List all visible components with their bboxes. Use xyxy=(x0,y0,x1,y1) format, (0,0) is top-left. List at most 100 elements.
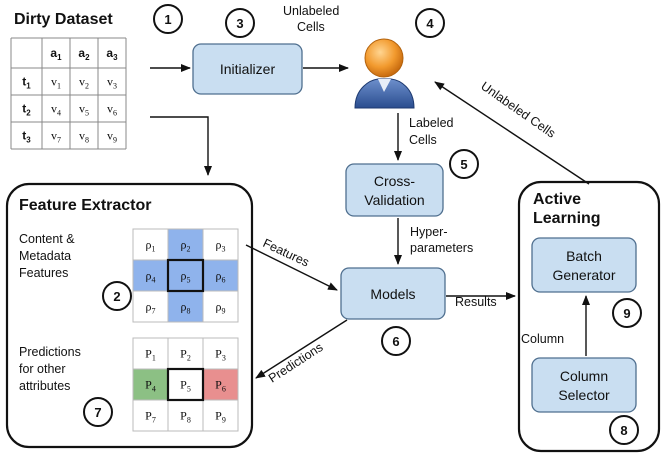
prediction-cell: P4 xyxy=(145,378,156,394)
badge-8: 8 xyxy=(609,415,639,445)
table-cell: v6 xyxy=(107,102,117,118)
svg-text:6: 6 xyxy=(392,334,399,349)
table-col-header: a3 xyxy=(106,46,118,62)
prediction-cell: P9 xyxy=(215,409,226,425)
svg-text:7: 7 xyxy=(94,405,101,420)
pred-label-3: attributes xyxy=(19,379,70,393)
svg-text:5: 5 xyxy=(460,157,467,172)
feature-center-highlight xyxy=(166,258,205,293)
feature-extractor-title: Feature Extractor xyxy=(19,197,152,214)
batch-generator-node: Batch Generator xyxy=(531,237,637,293)
table-cell: v2 xyxy=(79,75,89,91)
prediction-cell: P1 xyxy=(145,347,156,363)
badge-4: 4 xyxy=(415,8,445,38)
prediction-cell: P5 xyxy=(180,378,191,394)
results-label: Results xyxy=(455,295,497,309)
column-edge-label: Column xyxy=(521,332,564,346)
initializer-node: Initializer xyxy=(192,43,303,95)
batch-generator-label-2: Generator xyxy=(552,267,615,283)
unlabeled-cells-top-line1: Unlabeled xyxy=(283,4,339,18)
labeled-cells-line2: Cells xyxy=(409,133,437,147)
feature-cell-bg xyxy=(167,228,204,261)
feature-cell: ρ3 xyxy=(216,238,226,254)
cross-validation-label-2: Validation xyxy=(364,192,424,208)
prediction-cell: P8 xyxy=(180,409,191,425)
svg-text:9: 9 xyxy=(623,306,630,321)
prediction-cell-bg xyxy=(132,399,169,432)
edge-active-user xyxy=(434,81,590,185)
table-cell: v4 xyxy=(51,102,61,118)
cross-validation-label-1: Cross- xyxy=(374,173,416,189)
prediction-cell-bg xyxy=(202,368,239,401)
content-label-3: Features xyxy=(19,266,68,280)
content-label-2: Metadata xyxy=(19,249,71,263)
edge-models-predictions xyxy=(255,319,348,379)
feature-cell: ρ5 xyxy=(181,269,191,285)
feature-cell: ρ2 xyxy=(181,238,191,254)
models-label: Models xyxy=(370,286,415,302)
table-col-header: a1 xyxy=(50,46,62,62)
table-cell: v9 xyxy=(107,129,117,145)
table-row-header: t3 xyxy=(22,129,31,145)
table-cell: v5 xyxy=(79,102,89,118)
feature-cell-bg xyxy=(167,259,204,292)
table-cell: v3 xyxy=(107,75,117,91)
table-row-header: t2 xyxy=(22,102,31,118)
badge-6: 6 xyxy=(381,326,411,356)
edges xyxy=(150,64,590,379)
models-node: Models xyxy=(340,267,446,320)
predictions-edge-label: Predictions xyxy=(266,340,325,385)
initializer-label: Initializer xyxy=(220,61,276,77)
cross-validation-node: Cross- Validation xyxy=(345,163,444,217)
prediction-center-highlight xyxy=(166,367,205,402)
unlabeled-cells-top-line2: Cells xyxy=(297,20,325,34)
pred-label-1: Predictions xyxy=(19,345,81,359)
badge-5: 5 xyxy=(449,149,479,179)
table-row-header: t1 xyxy=(22,75,31,91)
content-label-1: Content & xyxy=(19,232,75,246)
feature-cell-bg xyxy=(202,290,239,323)
prediction-cell-bg xyxy=(202,399,239,432)
feature-cell: ρ8 xyxy=(181,300,191,316)
feature-cell: ρ9 xyxy=(216,300,226,316)
pred-label-2: for other xyxy=(19,362,66,376)
unlabeled-cells-diag-label: Unlabeled Cells xyxy=(478,79,558,141)
hyper-line2: parameters xyxy=(410,241,473,255)
badge-2: 2 xyxy=(102,281,132,311)
svg-text:8: 8 xyxy=(620,423,627,438)
badge-3: 3 xyxy=(225,8,255,38)
feature-cell-bg xyxy=(202,228,239,261)
prediction-cell: P2 xyxy=(180,347,191,363)
feature-cell-bg xyxy=(132,290,169,323)
prediction-cell: P7 xyxy=(145,409,156,425)
svg-text:4: 4 xyxy=(426,16,434,31)
table-cell: v1 xyxy=(51,75,61,91)
edge-dataset-features xyxy=(150,116,212,176)
edge-features-models xyxy=(245,244,338,291)
feature-cell-bg xyxy=(202,259,239,292)
svg-text:2: 2 xyxy=(113,289,120,304)
labeled-cells-line1: Labeled xyxy=(409,116,454,130)
prediction-cell: P6 xyxy=(215,378,226,394)
dirty-dataset-title: Dirty Dataset xyxy=(14,11,113,28)
table-cell: v7 xyxy=(51,129,61,145)
prediction-cell: P3 xyxy=(215,347,226,363)
svg-text:3: 3 xyxy=(236,16,243,31)
badge-9: 9 xyxy=(612,298,642,328)
column-selector-node: Column Selector xyxy=(531,357,637,413)
feature-cell: ρ6 xyxy=(216,269,226,285)
feature-cell: ρ4 xyxy=(146,269,156,285)
badge-7: 7 xyxy=(83,397,113,427)
table-col-header: a2 xyxy=(78,46,90,62)
active-learning-title-2: Learning xyxy=(533,210,601,227)
feature-cell: ρ7 xyxy=(146,300,156,316)
active-learning-title-1: Active xyxy=(533,191,581,208)
badge-1: 1 xyxy=(153,4,183,34)
hyper-line1: Hyper- xyxy=(410,225,448,239)
column-selector-label-1: Column xyxy=(560,368,608,384)
prediction-cell-bg xyxy=(167,337,204,370)
